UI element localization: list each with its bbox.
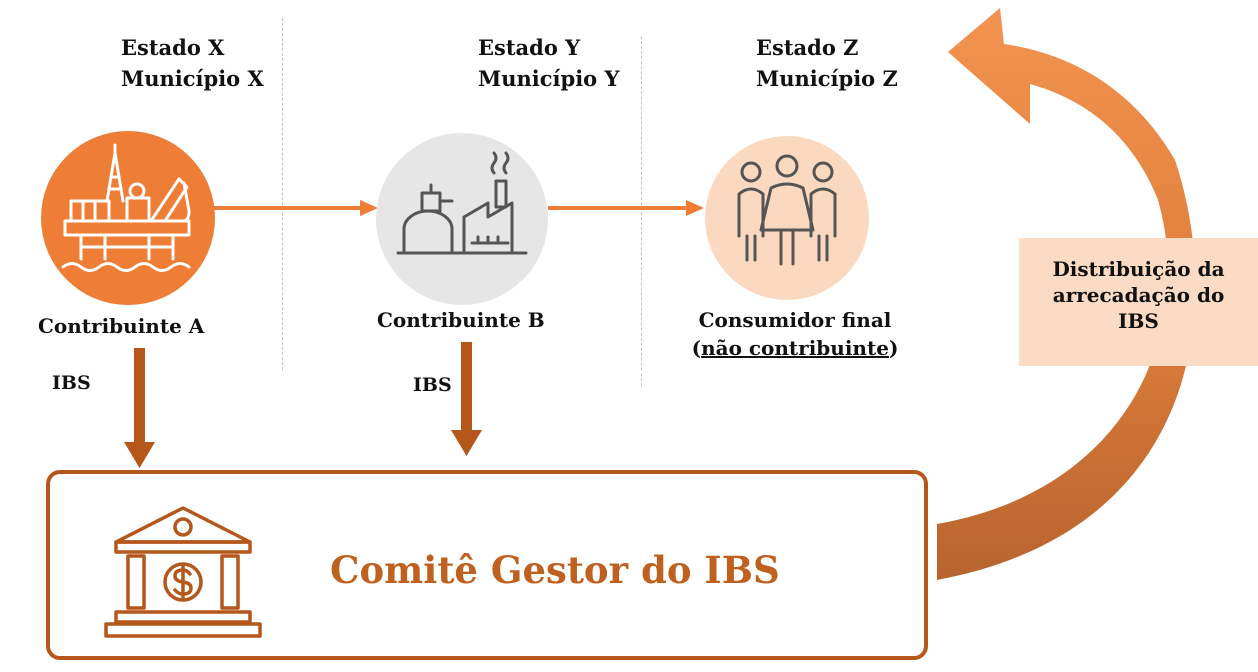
comite-gestor-title: Comitê Gestor do IBS (330, 548, 780, 592)
contribuinte-a-label: Contribuinte A (38, 314, 205, 338)
arrow-a-to-b (206, 200, 378, 216)
column-header-y: Estado Y Município Y (478, 32, 620, 94)
estado-x-label: Estado X (121, 35, 225, 60)
arrow-b-to-consumer (548, 200, 704, 216)
factory-icon (376, 133, 548, 305)
municipio-z-label: Município Z (756, 66, 898, 91)
distribution-box: Distribuição da arrecadação do IBS (1019, 238, 1258, 366)
municipio-x-label: Município X (121, 66, 264, 91)
distribution-curved-arrow (937, 8, 1196, 580)
flow-arrows (124, 200, 704, 468)
estado-z-label: Estado Z (756, 35, 859, 60)
consumidor-label-line2: (não contribuinte) (691, 336, 899, 360)
consumidor-node (705, 136, 869, 300)
ibs-arrow-b (451, 342, 482, 456)
ibs-label-a: IBS (52, 372, 91, 394)
oil-platform-icon (41, 131, 215, 305)
bank-dollar-icon (104, 506, 262, 638)
nao-contribuinte-text: não contribuinte (701, 336, 889, 360)
separator-xy (282, 18, 283, 370)
separator-yz (641, 36, 642, 386)
distribution-line3: IBS (1118, 309, 1159, 333)
contribuinte-a-node (41, 131, 215, 305)
consumidor-label: Consumidor final (não contribuinte) (680, 306, 910, 362)
distribution-line1: Distribuição da (1052, 257, 1225, 281)
column-header-x: Estado X Município X (121, 32, 264, 94)
distribution-line2: arrecadação do (1052, 283, 1225, 307)
column-header-z: Estado Z Município Z (756, 32, 898, 94)
ibs-arrow-a (124, 348, 155, 468)
estado-y-label: Estado Y (478, 35, 581, 60)
contribuinte-b-node (376, 133, 548, 305)
contribuinte-b-label: Contribuinte B (377, 308, 545, 332)
people-group-icon (705, 136, 869, 300)
ibs-label-b: IBS (413, 374, 452, 396)
consumidor-label-line1: Consumidor final (698, 308, 892, 332)
municipio-y-label: Município Y (478, 66, 620, 91)
